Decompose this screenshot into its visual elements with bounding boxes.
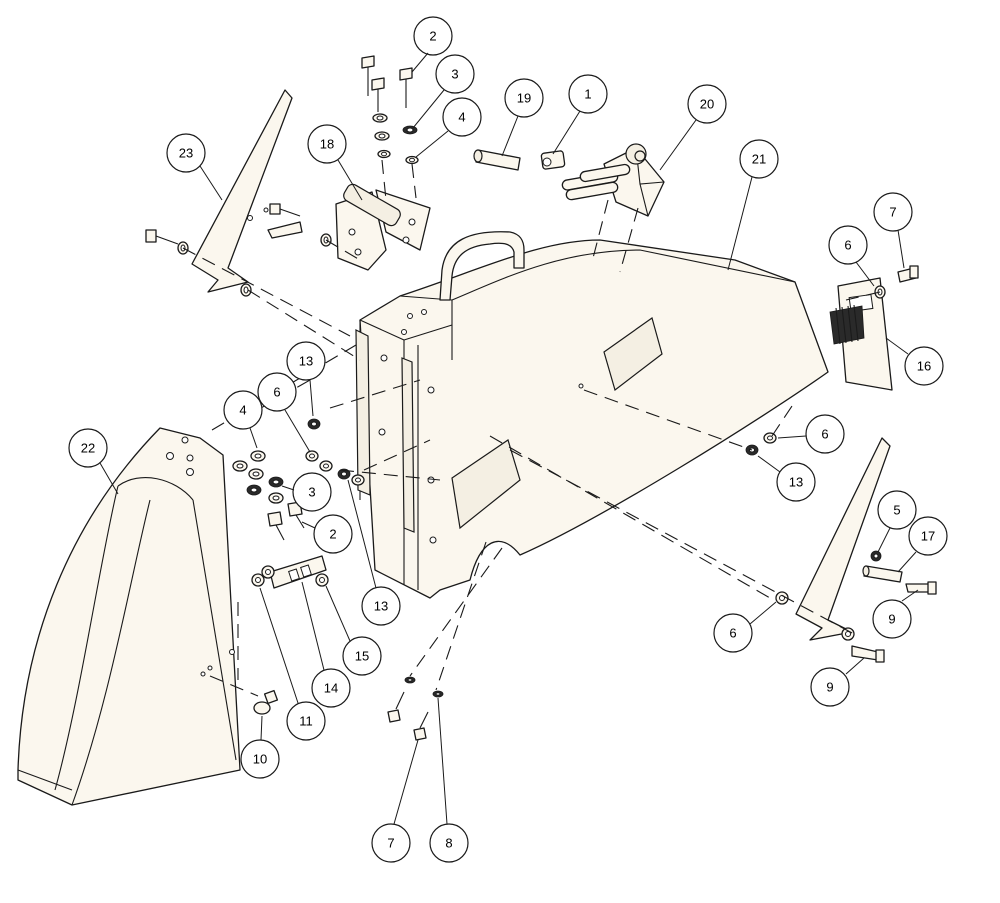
callout-18: 18: [308, 125, 362, 200]
svg-text:6: 6: [273, 385, 280, 400]
svg-text:9: 9: [888, 612, 895, 627]
nuts-11: [252, 566, 274, 586]
svg-text:7: 7: [889, 205, 896, 220]
hinge-bolts: [268, 204, 331, 246]
callout-13: 13: [287, 342, 325, 416]
callout-3: 3: [282, 473, 331, 511]
svg-text:6: 6: [821, 427, 828, 442]
svg-text:6: 6: [844, 238, 851, 253]
svg-text:3: 3: [308, 485, 315, 500]
callout-23: 23: [167, 134, 222, 200]
part-22-curved-hood: [18, 428, 240, 805]
callout-6: 6: [829, 226, 874, 286]
bracket-23-hardware: [146, 230, 251, 296]
callout-17: 17: [898, 517, 947, 572]
callout-3: 3: [413, 55, 474, 128]
right-bracket: [796, 438, 890, 640]
svg-text:2: 2: [429, 29, 436, 44]
bolt-7-washer-6-top: [875, 266, 918, 298]
washers-3-4-lower: [233, 451, 283, 503]
part-18-hinge: [336, 182, 430, 270]
svg-text:4: 4: [458, 110, 465, 125]
callout-16: 16: [886, 338, 943, 385]
part-17-pin: [863, 566, 902, 582]
callout-2: 2: [302, 515, 352, 553]
bolts-2-lower: [268, 502, 304, 540]
callout-7: 7: [874, 193, 912, 268]
callout-20: 20: [660, 85, 726, 170]
callout-10: 10: [241, 716, 279, 778]
bolt-10: [254, 691, 277, 714]
callout-13: 13: [758, 456, 815, 501]
svg-text:17: 17: [921, 529, 935, 544]
washers-3-4-top: [373, 114, 418, 164]
svg-text:16: 16: [917, 359, 931, 374]
callout-1: 1: [553, 75, 607, 154]
svg-text:5: 5: [893, 503, 900, 518]
svg-text:1: 1: [584, 87, 591, 102]
callout-2: 2: [412, 17, 452, 72]
svg-text:10: 10: [253, 752, 267, 767]
part-19-pin: [474, 150, 520, 170]
svg-text:19: 19: [517, 91, 531, 106]
part-20-valve-block: [562, 144, 664, 216]
nut-13-washer-6-left: [306, 419, 364, 485]
callout-6: 6: [258, 373, 310, 452]
callout-4: 4: [224, 391, 262, 448]
callout-21: 21: [728, 140, 778, 270]
callout-4: 4: [416, 98, 481, 157]
part-14-plate: [270, 556, 326, 588]
callout-5: 5: [878, 491, 916, 552]
bolt-7-washer-8-bottom: [388, 677, 443, 740]
callout-6: 6: [778, 415, 844, 453]
grate-fins: [830, 305, 864, 344]
svg-text:3: 3: [451, 67, 458, 82]
callout-22: 22: [69, 429, 118, 494]
svg-text:22: 22: [81, 441, 95, 456]
svg-text:9: 9: [826, 680, 833, 695]
callout-15: 15: [326, 586, 381, 675]
svg-text:13: 13: [789, 475, 803, 490]
svg-text:11: 11: [299, 714, 313, 729]
part-23-left-bracket: [192, 90, 292, 292]
svg-text:18: 18: [320, 137, 334, 152]
svg-text:21: 21: [752, 152, 766, 167]
callout-9: 9: [811, 658, 864, 706]
callouts: 1 2 3 4 19 20 18 23 21 6 7 16 13 6 4 3 2…: [69, 17, 947, 862]
part-1-fitting: [541, 151, 565, 170]
svg-text:4: 4: [239, 403, 246, 418]
spacer-15: [316, 574, 328, 586]
callout-9: 9: [873, 590, 918, 638]
hardware: [146, 56, 936, 740]
callout-7: 7: [372, 740, 418, 862]
svg-text:23: 23: [179, 146, 193, 161]
svg-text:15: 15: [355, 649, 369, 664]
callout-11: 11: [260, 588, 325, 740]
callout-8: 8: [430, 698, 468, 862]
callout-13: 13: [348, 480, 400, 625]
part-16-grate-plate: [830, 278, 892, 390]
svg-text:2: 2: [329, 527, 336, 542]
right-bracket-hardware: [776, 551, 936, 662]
svg-text:7: 7: [387, 836, 394, 851]
bolts-2-top: [362, 56, 412, 112]
svg-text:6: 6: [729, 626, 736, 641]
svg-text:14: 14: [324, 681, 338, 696]
callout-6: 6: [714, 602, 776, 652]
callout-19: 19: [502, 79, 543, 156]
svg-text:13: 13: [374, 599, 388, 614]
svg-text:13: 13: [299, 354, 313, 369]
part-21-main-housing: [356, 232, 828, 598]
washer-6-nut-13-right: [746, 433, 776, 455]
callout-14: 14: [302, 582, 350, 707]
assembly-centerlines: [183, 160, 880, 696]
svg-text:8: 8: [445, 836, 452, 851]
svg-text:20: 20: [700, 97, 714, 112]
